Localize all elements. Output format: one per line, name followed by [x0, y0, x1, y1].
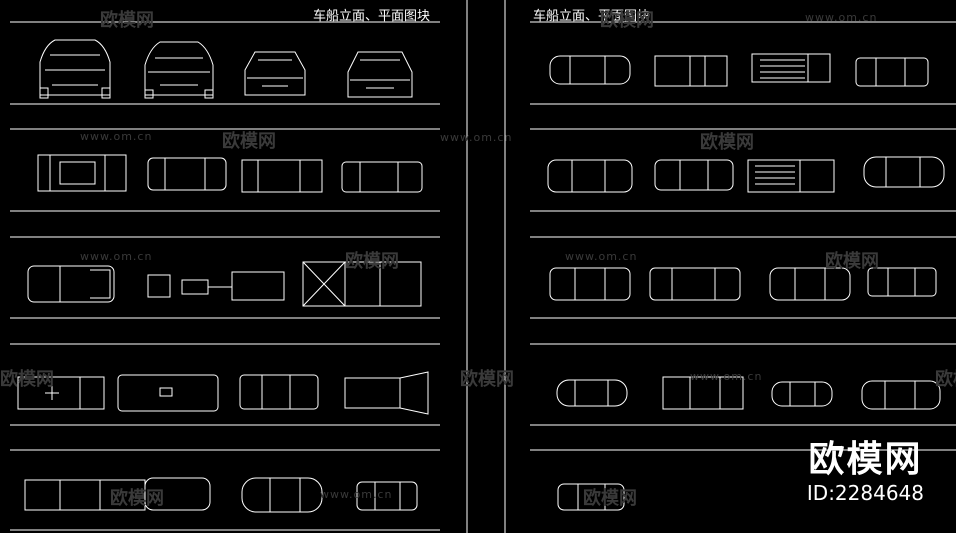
- car-elevation-4: [347, 51, 413, 98]
- brand-id: ID:2284648: [806, 481, 924, 505]
- vehicle-top-view: [547, 53, 945, 511]
- panel-title-right: 车船立面、平面图块: [533, 9, 651, 24]
- car-elevation-2: [144, 41, 214, 99]
- vehicle-top-view: [37, 154, 423, 193]
- brand-name: 欧模网: [808, 439, 923, 480]
- car-elevation-1: [39, 39, 111, 99]
- panel-title-left: 车船立面、平面图块: [313, 9, 431, 24]
- vehicle-top-view: [24, 477, 418, 513]
- right-panel-row-lines: [530, 21, 956, 451]
- vehicle-top-view: [17, 371, 429, 415]
- left-panel-row-lines: [10, 21, 440, 531]
- car-elevation-3: [244, 51, 306, 96]
- vehicle-top-view: [27, 261, 422, 307]
- brand-stamp: 欧模网 ID:2284648: [807, 440, 924, 506]
